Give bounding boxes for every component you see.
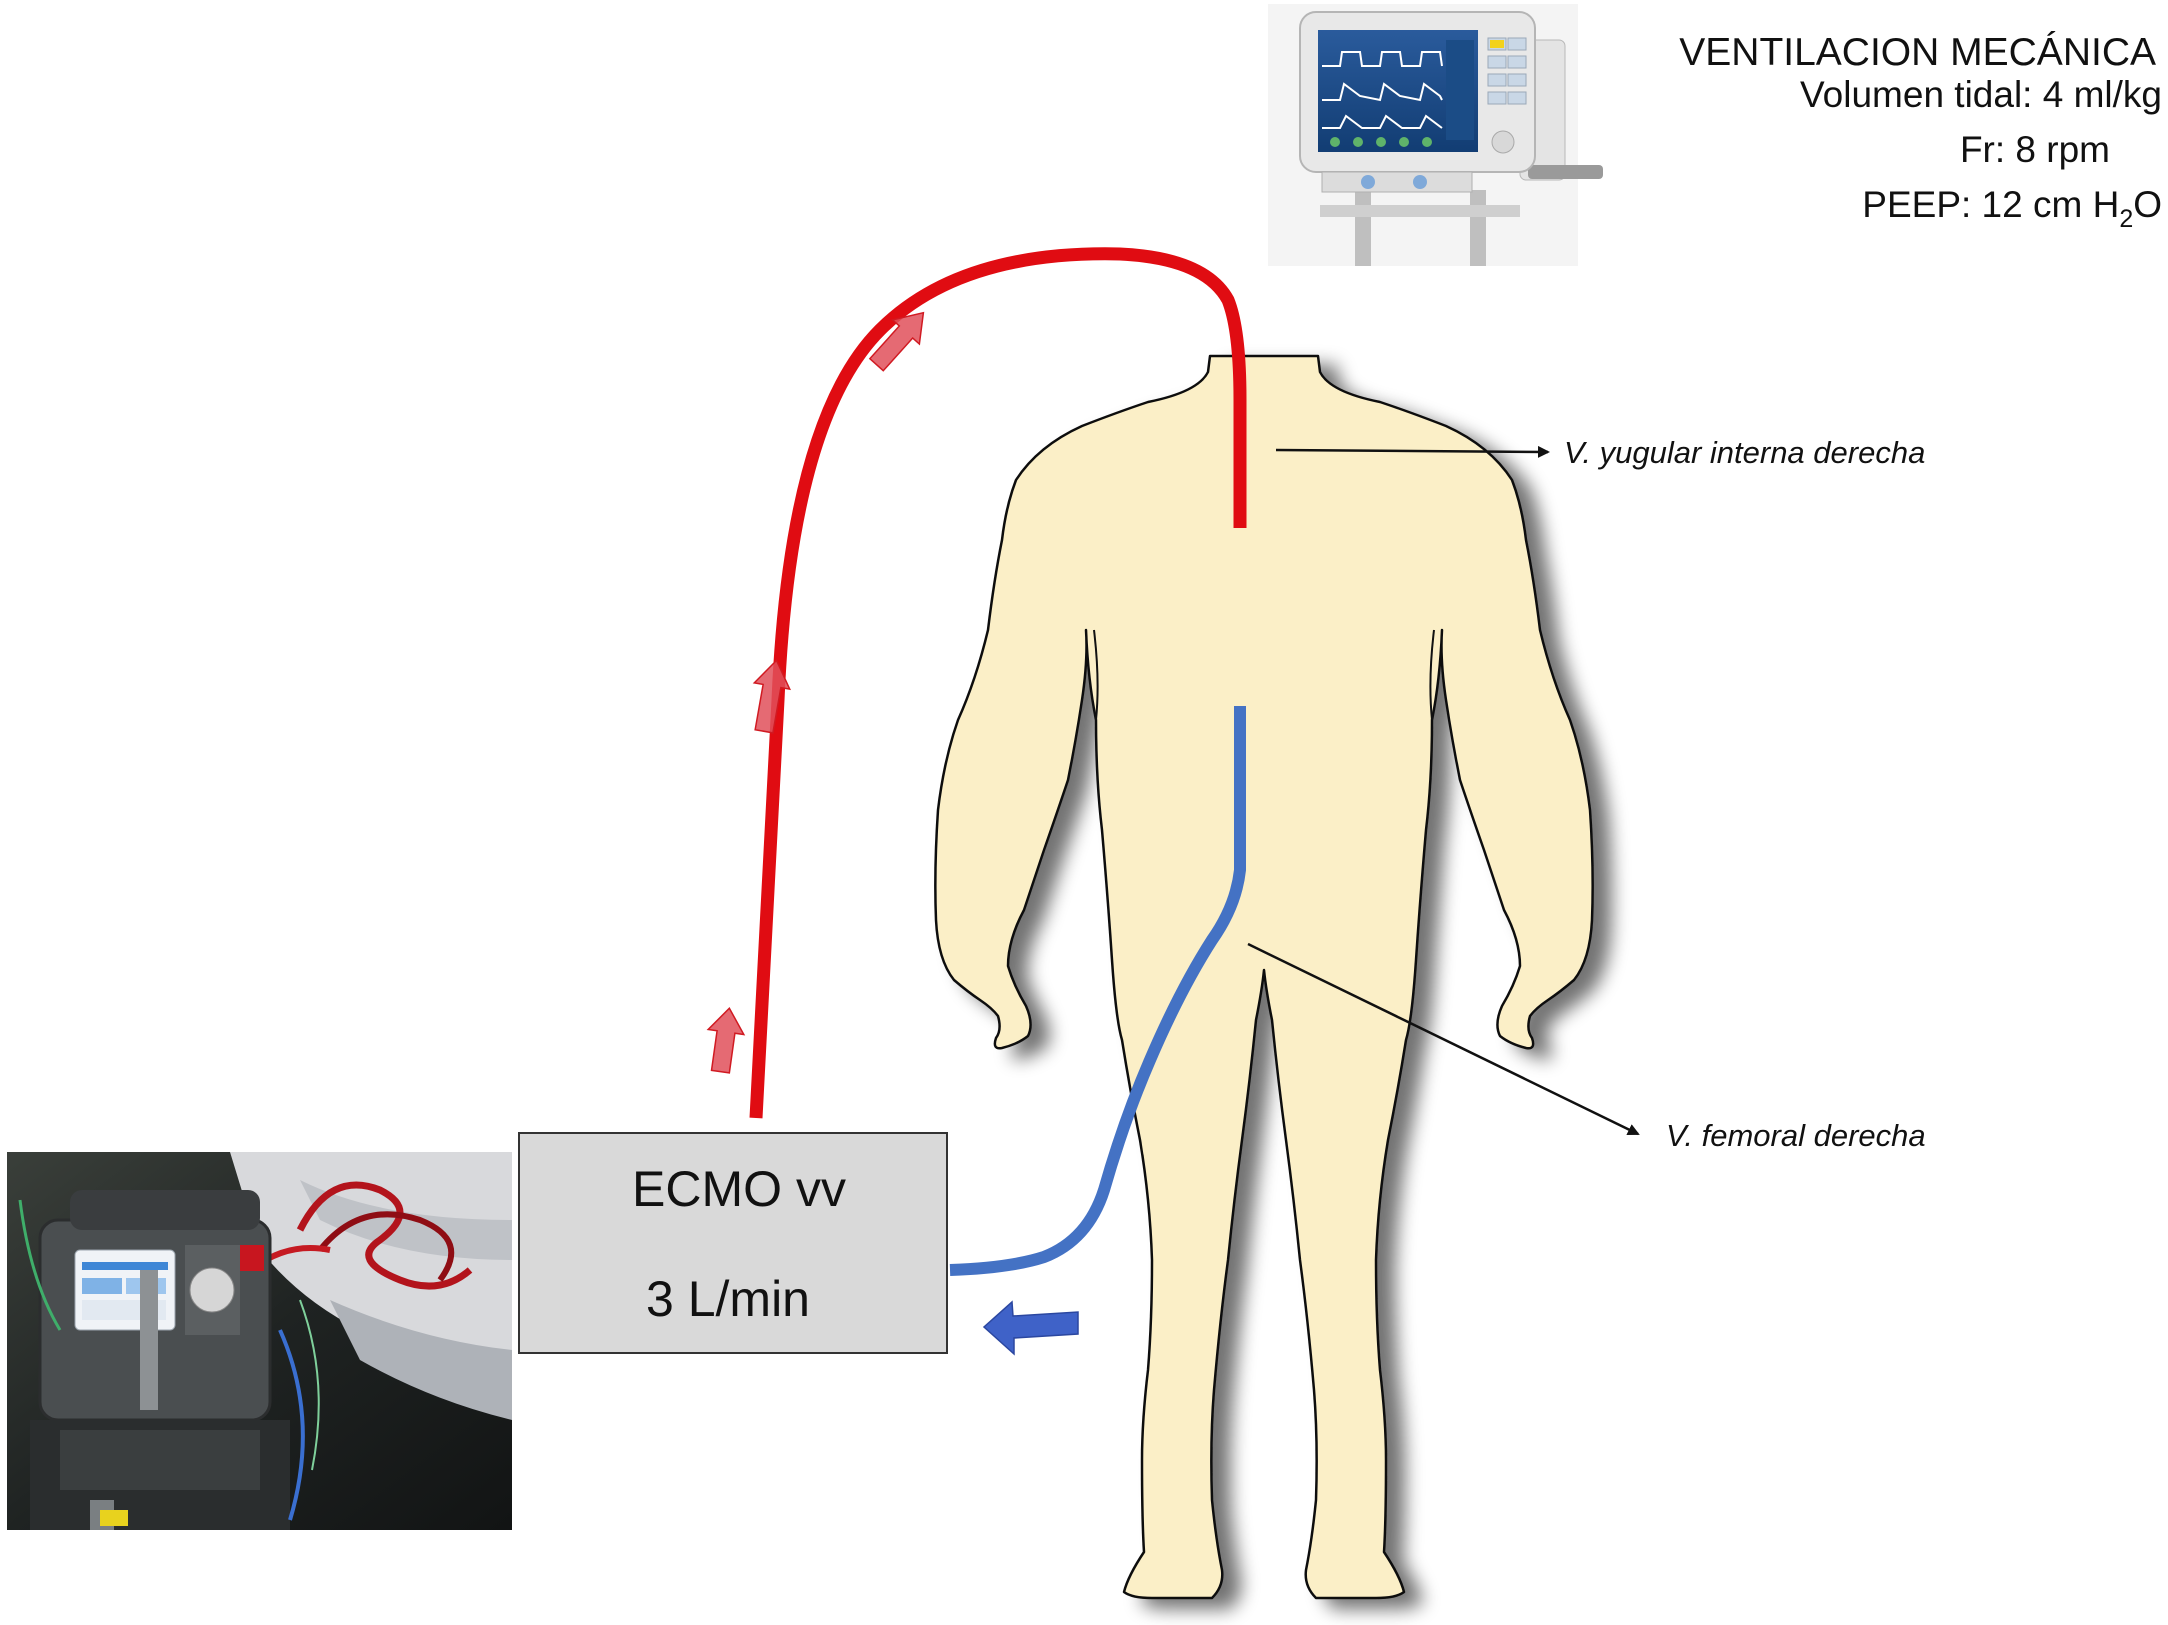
femoral-vein-label: V. femoral derecha [1666, 1118, 1926, 1153]
ecmo-machine-photo [7, 1152, 512, 1530]
jugular-vein-label: V. yugular interna derecha [1564, 435, 1925, 470]
ventilator-photo [1268, 4, 1603, 266]
human-body-silhouette [935, 356, 1592, 1598]
peep-prefix: PEEP: 12 cm H [1862, 184, 2119, 225]
peep-subscript: 2 [2119, 205, 2133, 233]
tidal-volume-label: Volumen tidal: 4 ml/kg [1800, 74, 2162, 115]
red-flow-arrow-2 [746, 657, 794, 734]
ecmo-mode-label: ECMO vv [632, 1161, 846, 1217]
peep-suffix: O [2133, 184, 2162, 225]
ecmo-flow-label: 3 L/min [646, 1271, 810, 1327]
blue-flow-arrow [984, 1302, 1078, 1354]
red-flow-arrow-1 [703, 1006, 748, 1074]
respiratory-rate-label: Fr: 8 rpm [1960, 129, 2110, 170]
peep-label: PEEP: 12 cm H2O [1862, 184, 2162, 233]
ventilation-title: VENTILACION MECÁNICA [1679, 31, 2156, 74]
